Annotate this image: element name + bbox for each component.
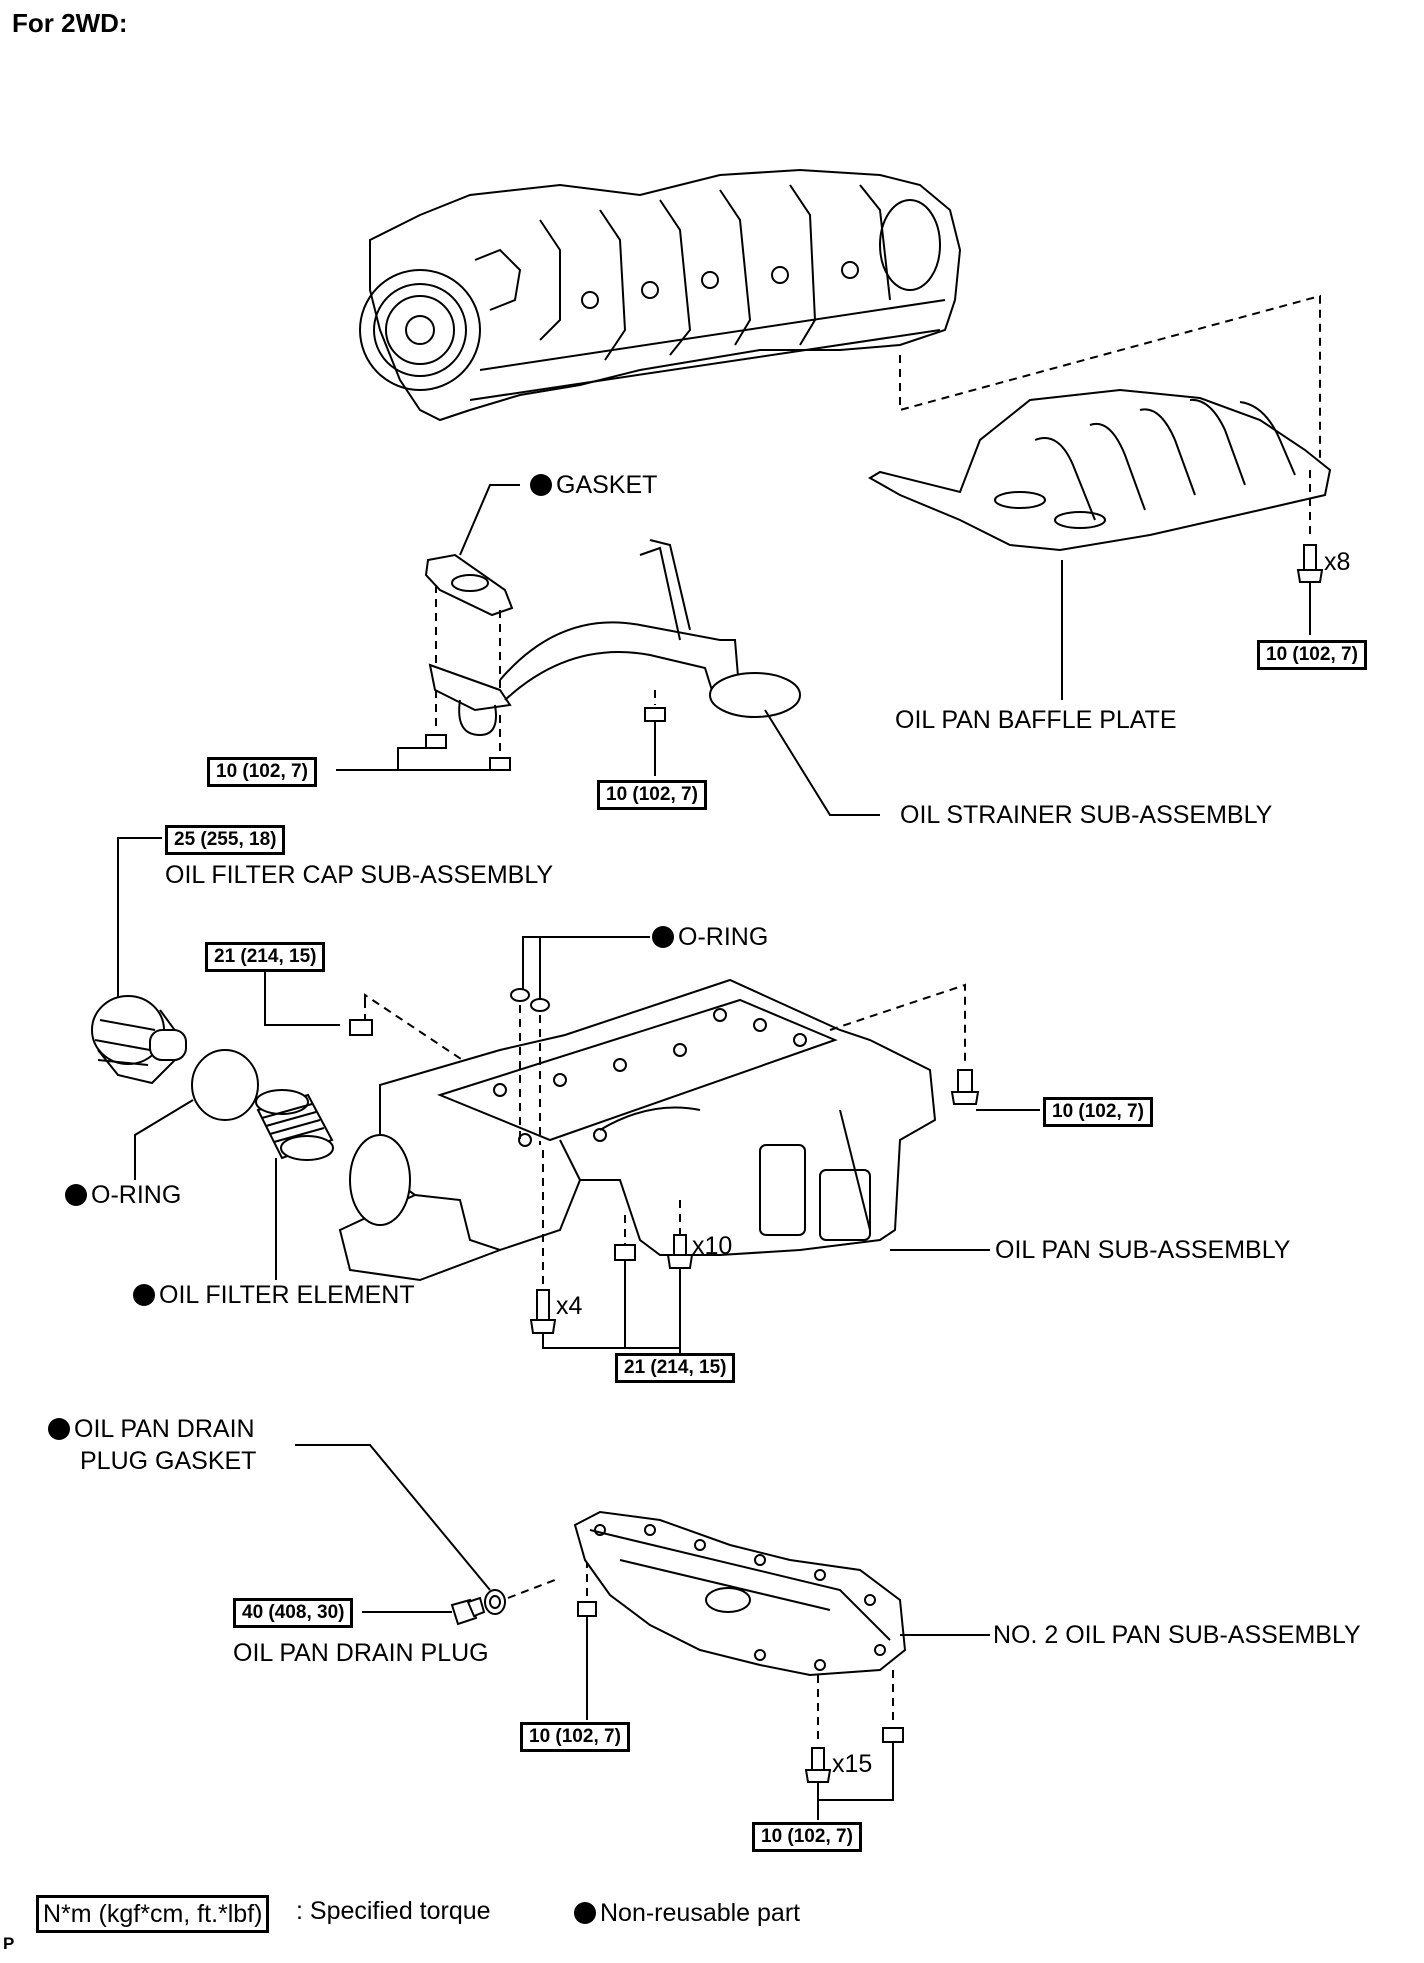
non-reusable-dot-icon	[652, 926, 674, 948]
non-reusable-dot-icon	[48, 1418, 70, 1440]
o-ring-top-leader	[522, 936, 650, 995]
no2-pan-nut-icon	[577, 1601, 597, 1617]
oil-pan-nut-icon	[614, 1244, 636, 1261]
strainer-bolt-torque-box: 10 (102, 7)	[597, 780, 707, 810]
oil-filter-element-illustration	[255, 1089, 334, 1161]
non-reusable-dot-icon	[530, 474, 552, 496]
legend-torque-key: N*m (kgf*cm, ft.*lbf)	[36, 1895, 270, 1933]
strainer-label: OIL STRAINER SUB-ASSEMBLY	[900, 801, 1273, 829]
engine-block-illustration	[359, 168, 962, 422]
gasket-label: GASKET	[530, 470, 657, 500]
page-heading: For 2WD:	[12, 8, 128, 38]
o-ring-left-label: O-RING	[65, 1180, 181, 1210]
o-ring-left-leader	[134, 1099, 194, 1180]
drain-plug-torque-box: 40 (408, 30)	[233, 1598, 354, 1628]
gasket-illustration	[424, 553, 514, 617]
oil-pan-illustration	[338, 978, 937, 1282]
oil-strainer-illustration	[428, 539, 801, 737]
no2-pan-bolt-quantity: x15	[832, 1750, 873, 1778]
non-reusable-dot-icon	[65, 1184, 87, 1206]
baffle-torque-box: 10 (102, 7)	[1257, 640, 1367, 670]
oil-pan-stud-quantity: x4	[556, 1292, 583, 1320]
filter-cap-torque-box: 25 (255, 18)	[165, 825, 286, 855]
drain-gasket-leader	[295, 1444, 491, 1591]
oil-pan-label: OIL PAN SUB-ASSEMBLY	[995, 1236, 1291, 1264]
no2-pan-bolt-torque-box: 10 (102, 7)	[752, 1822, 862, 1852]
oil-pan-left-nut-icon	[349, 1019, 373, 1036]
no2-pan-bolt-icon	[804, 1727, 904, 1783]
engine-to-baffle-guide	[899, 294, 1321, 460]
non-reusable-dot-icon	[133, 1284, 155, 1306]
oil-pan-left-torque-box: 21 (214, 15)	[205, 942, 326, 972]
oil-filter-cap-illustration	[91, 995, 187, 1085]
drain-gasket-label: OIL PAN DRAIN	[48, 1414, 255, 1444]
non-reusable-dot-icon	[574, 1902, 596, 1924]
baffle-bolt-quantity: x8	[1324, 548, 1351, 576]
oil-pan-right-torque-box: 10 (102, 7)	[1043, 1097, 1153, 1127]
oil-pan-bolt-quantity: x10	[692, 1232, 733, 1260]
drain-plug-icon	[450, 1596, 486, 1626]
legend-torque-desc: : Specified torque	[296, 1897, 491, 1925]
o-ring-top-icon	[510, 988, 550, 1012]
figure-id: P	[3, 1934, 15, 1953]
o-ring-top-label: O-RING	[652, 922, 768, 952]
oil-pan-bottom-torque-box: 21 (214, 15)	[615, 1353, 736, 1383]
strainer-nut-icon	[425, 707, 666, 771]
baffle-plate-label: OIL PAN BAFFLE PLATE	[895, 706, 1177, 734]
filter-cap-label: OIL FILTER CAP SUB-ASSEMBLY	[165, 861, 554, 889]
filter-element-label: OIL FILTER ELEMENT	[133, 1280, 415, 1310]
drain-plug-label: OIL PAN DRAIN PLUG	[233, 1639, 489, 1667]
gasket-leader	[459, 484, 520, 556]
o-ring-illustration	[191, 1049, 259, 1121]
oil-pan-stud-icon	[529, 1289, 557, 1334]
no2-pan-nut-torque-box: 10 (102, 7)	[520, 1722, 630, 1752]
drain-gasket-label-line2: PLUG GASKET	[80, 1447, 257, 1475]
legend-nonreusable: Non-reusable part	[574, 1898, 800, 1928]
strainer-leader	[764, 709, 880, 816]
filter-cap-leader	[117, 837, 162, 1005]
no2-oil-pan-illustration	[573, 1510, 907, 1677]
strainer-nut-torque-box: 10 (102, 7)	[207, 757, 317, 787]
oil-pan-bolt-icon	[666, 1234, 694, 1269]
drain-plug-gasket-icon	[484, 1589, 506, 1615]
oil-pan-right-bolt-icon	[950, 1069, 980, 1105]
baffle-bolt-icon	[1296, 544, 1324, 583]
no2-oil-pan-label: NO. 2 OIL PAN SUB-ASSEMBLY	[993, 1621, 1361, 1649]
oil-pan-torque-left-leader	[264, 960, 340, 1026]
baffle-plate-illustration	[868, 388, 1332, 552]
